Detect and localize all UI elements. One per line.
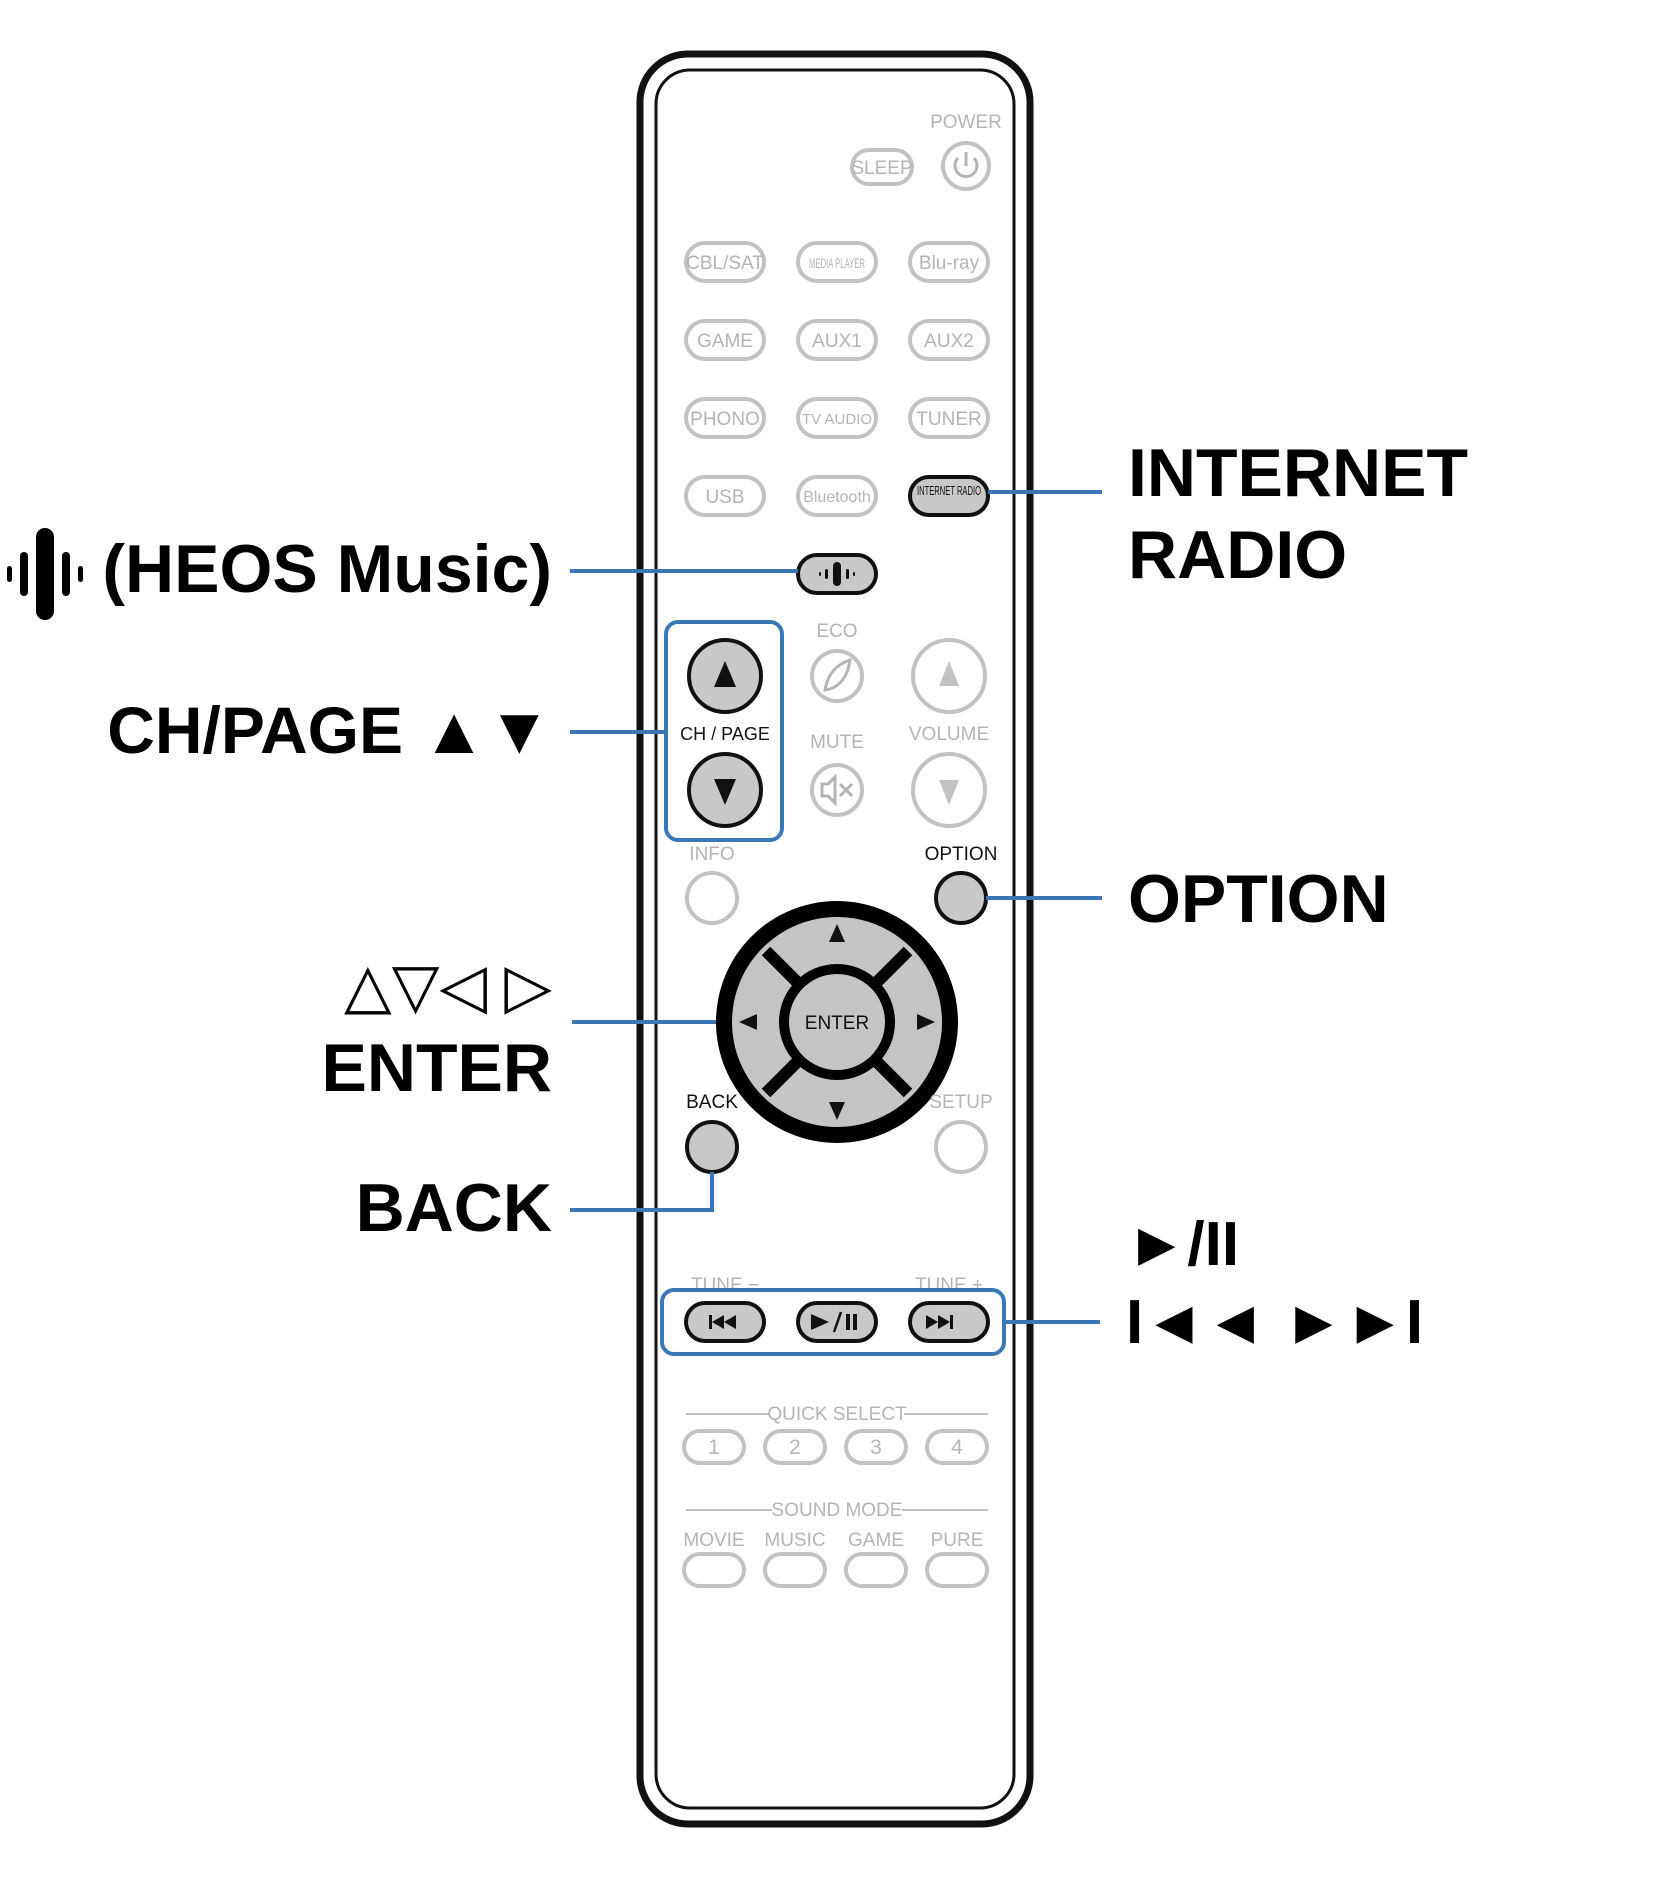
bluray-label: Blu-ray bbox=[919, 253, 980, 274]
back-callout: BACK bbox=[355, 1170, 552, 1246]
cbl-sat-label: CBL/SAT bbox=[686, 253, 764, 274]
pure-button[interactable] bbox=[925, 1552, 989, 1588]
cursor-left-button[interactable] bbox=[739, 1014, 757, 1030]
volume-up-icon bbox=[939, 661, 959, 686]
sound-mode-label: SOUND MODE bbox=[772, 1500, 903, 1521]
bluetooth-label: Bluetooth bbox=[803, 489, 871, 506]
phono-button[interactable] bbox=[684, 397, 766, 439]
mute-icon bbox=[820, 773, 854, 807]
heos-icon bbox=[819, 562, 855, 586]
quick-select-3-label: 3 bbox=[870, 1436, 882, 1459]
game-label: GAME bbox=[697, 331, 753, 352]
cbl-sat-button[interactable] bbox=[684, 241, 766, 283]
quick-select-2-button[interactable] bbox=[763, 1429, 827, 1465]
option-callout: OPTION bbox=[1128, 861, 1389, 937]
usb-label: USB bbox=[705, 487, 744, 508]
media-player-label: MEDIA PLAYER bbox=[809, 255, 865, 271]
ch-up-arrow-icon bbox=[714, 661, 736, 687]
internet-radio-callout: INTERNET RADIO bbox=[1128, 432, 1468, 596]
aux1-label: AUX1 bbox=[812, 331, 862, 352]
enter-button[interactable]: ENTER bbox=[805, 1013, 869, 1034]
power-icon bbox=[953, 152, 979, 178]
quick-select-label: QUICK SELECT bbox=[767, 1404, 907, 1425]
internet-radio-button[interactable] bbox=[908, 475, 990, 517]
tv-audio-button[interactable] bbox=[796, 397, 878, 439]
mute-button[interactable] bbox=[810, 763, 864, 817]
play-pause-icon bbox=[811, 1311, 857, 1333]
cursor-up-button[interactable] bbox=[829, 924, 845, 942]
skip-callout: I◄◄ ►►I bbox=[1126, 1288, 1424, 1357]
ch-page-label: CH / PAGE bbox=[680, 724, 770, 744]
info-label: INFO bbox=[689, 844, 734, 865]
sleep-label: SLEEP bbox=[851, 158, 912, 179]
bluetooth-button[interactable] bbox=[796, 475, 878, 517]
tuner-label: TUNER bbox=[916, 409, 981, 430]
usb-button[interactable] bbox=[684, 475, 766, 517]
mute-label: MUTE bbox=[810, 732, 864, 753]
setup-button[interactable] bbox=[934, 1120, 988, 1174]
play-pause-callout: ►/II bbox=[1126, 1210, 1240, 1279]
info-button[interactable] bbox=[685, 871, 739, 925]
internet-radio-label: INTERNET RADIO bbox=[917, 483, 981, 498]
aux2-label: AUX2 bbox=[924, 331, 974, 352]
music-label: MUSIC bbox=[764, 1530, 825, 1551]
setup-label: SETUP bbox=[929, 1092, 992, 1113]
sleep-button[interactable] bbox=[850, 148, 914, 186]
back-leader bbox=[570, 1172, 714, 1212]
movie-label: MOVIE bbox=[683, 1530, 744, 1551]
tune-plus-label: TUNE + bbox=[915, 1275, 983, 1296]
game-button[interactable] bbox=[684, 319, 766, 361]
ch-down-arrow-icon bbox=[714, 779, 736, 805]
game-mode-button[interactable] bbox=[844, 1552, 908, 1588]
heos-music-callout: (HEOS Music) bbox=[102, 531, 552, 607]
internet-radio-callout-line1: INTERNET bbox=[1128, 435, 1468, 511]
internet-radio-callout-line2: RADIO bbox=[1128, 517, 1348, 593]
aux1-button[interactable] bbox=[796, 319, 878, 361]
quick-select-3-button[interactable] bbox=[844, 1429, 908, 1465]
pure-label: PURE bbox=[931, 1530, 984, 1551]
volume-down-icon bbox=[939, 780, 959, 805]
option-button[interactable] bbox=[934, 871, 988, 925]
game-mode-label: GAME bbox=[848, 1530, 904, 1551]
volume-label: VOLUME bbox=[909, 724, 989, 745]
enter-callout: ENTER bbox=[321, 1030, 552, 1106]
quick-select-4-label: 4 bbox=[951, 1436, 963, 1459]
cursor-right-button[interactable] bbox=[917, 1014, 935, 1030]
back-button[interactable] bbox=[685, 1120, 739, 1174]
eco-button[interactable] bbox=[810, 649, 864, 703]
phono-label: PHONO bbox=[690, 409, 760, 430]
skip-forward-icon bbox=[926, 1315, 953, 1329]
bluray-button[interactable] bbox=[908, 241, 990, 283]
aux2-button[interactable] bbox=[908, 319, 990, 361]
option-label: OPTION bbox=[925, 844, 998, 865]
leaf-icon bbox=[823, 657, 852, 692]
quick-select-2-label: 2 bbox=[789, 1436, 801, 1459]
tune-minus-label: TUNE − bbox=[691, 1275, 759, 1296]
quick-select-1-label: 1 bbox=[708, 1436, 720, 1459]
cursor-pad bbox=[716, 901, 958, 1143]
ch-page-callout: CH/PAGE ▲▼ bbox=[107, 693, 552, 767]
media-player-button[interactable] bbox=[796, 241, 878, 283]
remote-body-inner bbox=[654, 68, 1016, 1810]
music-button[interactable] bbox=[763, 1552, 827, 1588]
power-label: POWER bbox=[930, 112, 1002, 133]
cursor-down-button[interactable] bbox=[829, 1102, 845, 1120]
cursor-callout: △▽◁ ▷ bbox=[344, 952, 552, 1021]
tv-audio-label: TV AUDIO bbox=[802, 411, 872, 428]
quick-select-1-button[interactable] bbox=[682, 1429, 746, 1465]
eco-label: ECO bbox=[816, 621, 857, 642]
movie-button[interactable] bbox=[682, 1552, 746, 1588]
heos-callout-icon bbox=[7, 528, 83, 620]
back-label: BACK bbox=[686, 1092, 738, 1113]
skip-back-icon bbox=[709, 1315, 736, 1329]
tuner-button[interactable] bbox=[908, 397, 990, 439]
quick-select-4-button[interactable] bbox=[925, 1429, 989, 1465]
